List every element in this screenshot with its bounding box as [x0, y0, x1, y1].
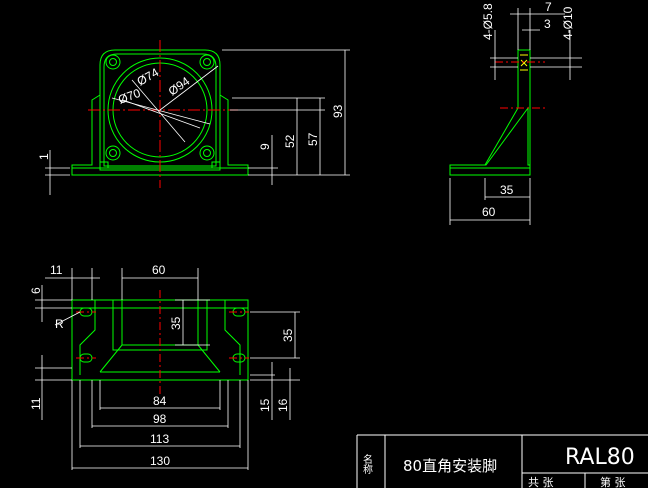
- dim-130: 130: [150, 454, 170, 468]
- circle-label-d70: Ø70: [116, 86, 142, 107]
- title-block: 名称 80直角安装脚 RAL80 共 张 第 张: [356, 434, 648, 488]
- side-view-part-outline: [449, 49, 531, 176]
- dim-93: 93: [331, 104, 345, 118]
- dim-6: 6: [29, 287, 43, 294]
- dim-60-side: 60: [482, 205, 496, 219]
- dim-52: 52: [283, 134, 297, 148]
- front-view-leader-lines: [111, 65, 219, 143]
- side-view: 4-Ø5.8 7 3 4-Ø10 35 60: [449, 0, 582, 225]
- dim-11-top: 11: [50, 263, 63, 277]
- dim-15: 15: [258, 398, 272, 412]
- front-view: Ø74 Ø70 Ø94 1 9 52 57 93: [37, 40, 350, 195]
- dim-98: 98: [153, 412, 167, 426]
- dim-11-left: 11: [29, 397, 43, 410]
- dim-35-inner: 35: [169, 316, 183, 330]
- top-view-dimension-lines: [35, 268, 300, 470]
- dim-hole-4x10: 4-Ø10: [561, 6, 575, 40]
- circle-label-d94: Ø94: [166, 74, 193, 99]
- side-view-center-lines: [495, 61, 545, 109]
- side-view-dimension-lines: [449, 8, 582, 225]
- title-block-frame: [356, 434, 648, 488]
- front-view-center-lines: [88, 40, 238, 188]
- dim-113: 113: [150, 432, 169, 446]
- title-total-sheets: 共 张: [528, 476, 554, 488]
- dim-hole-4x5.8: 4-Ø5.8: [481, 3, 495, 40]
- title-part-name: 80直角安装脚: [403, 457, 497, 475]
- top-view: 11 60 6 R 35 35 11 84 98 113 130 15 16: [29, 263, 300, 470]
- dim-16: 16: [276, 398, 290, 412]
- title-sheet-number: 第 张: [600, 475, 626, 488]
- dim-3: 3: [544, 17, 551, 31]
- dim-84: 84: [153, 394, 167, 408]
- title-name-label: 名称: [361, 453, 373, 475]
- front-view-dimension-lines: [45, 49, 350, 195]
- dim-35-right: 35: [281, 328, 295, 342]
- dim-radius: R: [55, 317, 64, 331]
- top-view-center-lines: [76, 290, 249, 395]
- title-code: RAL80: [565, 445, 635, 470]
- dim-57: 57: [306, 132, 320, 146]
- dim-35-side: 35: [500, 183, 514, 197]
- side-view-hidden-lines: [520, 54, 528, 71]
- dim-7: 7: [545, 0, 552, 14]
- dim-9: 9: [258, 143, 272, 150]
- dim-1: 1: [37, 153, 51, 160]
- dim-60-top: 60: [152, 263, 166, 277]
